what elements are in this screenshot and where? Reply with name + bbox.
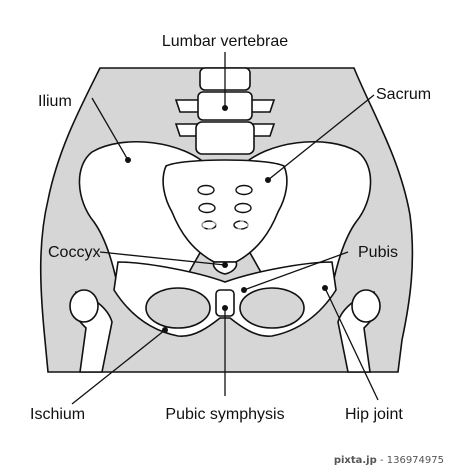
femur-right xyxy=(337,289,381,373)
watermark: PIXTA xyxy=(182,211,254,236)
label-coccyx: Coccyx xyxy=(48,244,100,261)
label-ilium: Ilium xyxy=(38,93,72,110)
credit-id: 136974975 xyxy=(386,455,444,466)
credit-separator: - xyxy=(376,455,387,466)
credit-logo: pixta.jp xyxy=(333,455,377,466)
label-ischium: Ischium xyxy=(30,406,85,423)
label-pubis: Pubis xyxy=(358,244,398,261)
leader-lines xyxy=(71,52,379,405)
pubis-ischium-ring xyxy=(113,261,337,337)
leader-dots xyxy=(125,105,328,333)
label-pubic-symphysis: Pubic symphysis xyxy=(165,406,284,423)
obturator-foramen-left xyxy=(145,287,211,329)
credit-line: pixta.jp - 136974975 xyxy=(334,455,444,466)
label-lumbar-vertebrae: Lumbar vertebrae xyxy=(162,33,288,50)
obturator-foramen-right xyxy=(239,287,305,329)
label-hip-joint: Hip joint xyxy=(345,406,403,423)
femur-left xyxy=(69,289,113,373)
sacrum xyxy=(162,159,288,263)
label-sacrum: Sacrum xyxy=(376,86,431,103)
